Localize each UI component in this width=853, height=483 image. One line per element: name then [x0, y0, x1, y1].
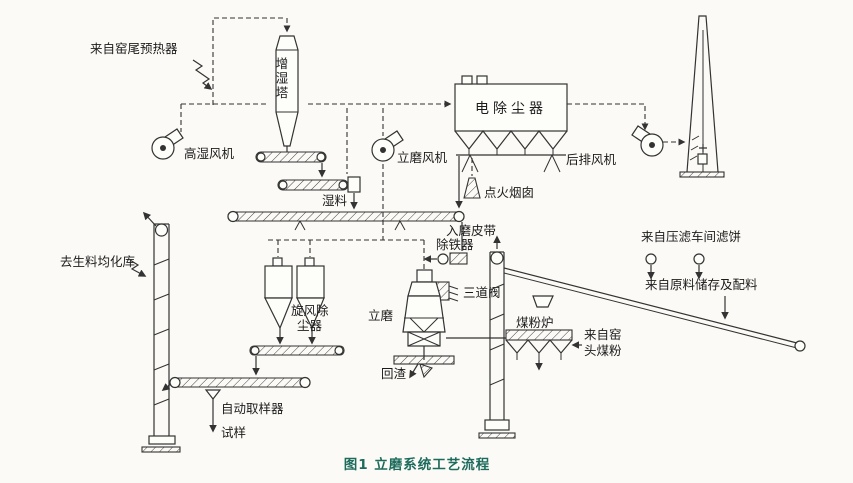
mill-feed-belt: 入磨皮带	[227, 210, 496, 238]
automatic-sampler-label: 自动取样器	[221, 401, 284, 416]
vertical-mill-fan: 立磨风机	[371, 130, 448, 165]
chimney	[679, 15, 725, 178]
figure-caption: 图1 立磨系统工艺流程	[344, 456, 491, 473]
raw-material-feed: 来自原料储存及配料	[645, 277, 758, 320]
automatic-sampler: 自动取样器 试样	[204, 389, 284, 440]
iron-remover-label: 除铁器	[436, 237, 474, 252]
coal-powder-furnace: 煤粉炉	[505, 295, 573, 371]
to-raw-meal-silo-label: 去生料均化库	[60, 254, 135, 269]
cyclone-label-line1: 旋风除	[291, 303, 329, 318]
gas-duct-lines	[180, 17, 686, 269]
mill-feed-belt-label: 入磨皮带	[446, 223, 496, 238]
return-slag: 回渣	[381, 363, 433, 381]
esp-label: 电除尘器	[475, 101, 547, 117]
from-kiln-tail-preheater-label: 来自窑尾预热器	[90, 41, 178, 56]
sample-label: 试样	[221, 425, 246, 440]
three-way-valve-label: 三道阀	[463, 285, 501, 300]
cyclone-label-line2: 尘器	[297, 318, 323, 333]
rear-exhaust-fan-label: 后排风机	[566, 152, 617, 167]
filter-cake-feed: 来自压滤车间滤饼	[641, 229, 741, 280]
bottom-collecting-belt	[169, 376, 311, 389]
bucket-elevator-right	[478, 235, 516, 439]
humidification-tower: 增湿塔	[274, 35, 299, 152]
vertical-mill-label: 立磨	[368, 308, 394, 323]
high-humidity-fan: 高湿风机	[151, 128, 235, 161]
vertical-mill-fan-label: 立磨风机	[397, 150, 448, 165]
tower-discharge-screw-conveyor	[255, 151, 327, 163]
coal-furnace-label: 煤粉炉	[516, 315, 554, 330]
kiln-head-coal-label-line2: 头煤粉	[584, 343, 622, 358]
humidification-tower-label: 增湿塔	[274, 56, 289, 101]
ignition-chimney-label: 点火烟囱	[484, 185, 534, 200]
cyclone-dust-collector: 旋风除 尘器	[264, 257, 329, 333]
wet-material-label: 湿料	[322, 193, 348, 208]
vertical-mill: 立磨	[368, 269, 455, 365]
three-way-valve: 三道阀	[435, 281, 501, 302]
inclined-feed-conveyor	[503, 267, 806, 352]
rear-exhaust-fan: 后排风机	[566, 125, 664, 167]
return-slag-label: 回渣	[381, 366, 407, 381]
high-humidity-fan-label: 高湿风机	[184, 146, 235, 161]
wet-material-conveyor: 湿料	[277, 176, 361, 208]
raw-material-label: 来自原料储存及配料	[645, 277, 758, 292]
squiggle-arrow	[192, 59, 213, 90]
electrostatic-precipitator: 电除尘器	[454, 75, 568, 173]
iron-remover: 除铁器	[423, 237, 474, 265]
note-from-kiln-tail-preheater: 来自窑尾预热器	[90, 41, 213, 90]
kiln-head-coal-label-line1: 来自窑	[584, 327, 622, 342]
cyclone-discharge-conveyor	[249, 345, 345, 356]
filter-cake-label: 来自压滤车间滤饼	[641, 229, 741, 244]
ignition-chimney: 点火烟囱	[463, 177, 534, 200]
kiln-head-coal-feed: 来自窑 头煤粉	[571, 327, 622, 358]
bucket-elevator-left: 去生料均化库	[60, 211, 181, 453]
